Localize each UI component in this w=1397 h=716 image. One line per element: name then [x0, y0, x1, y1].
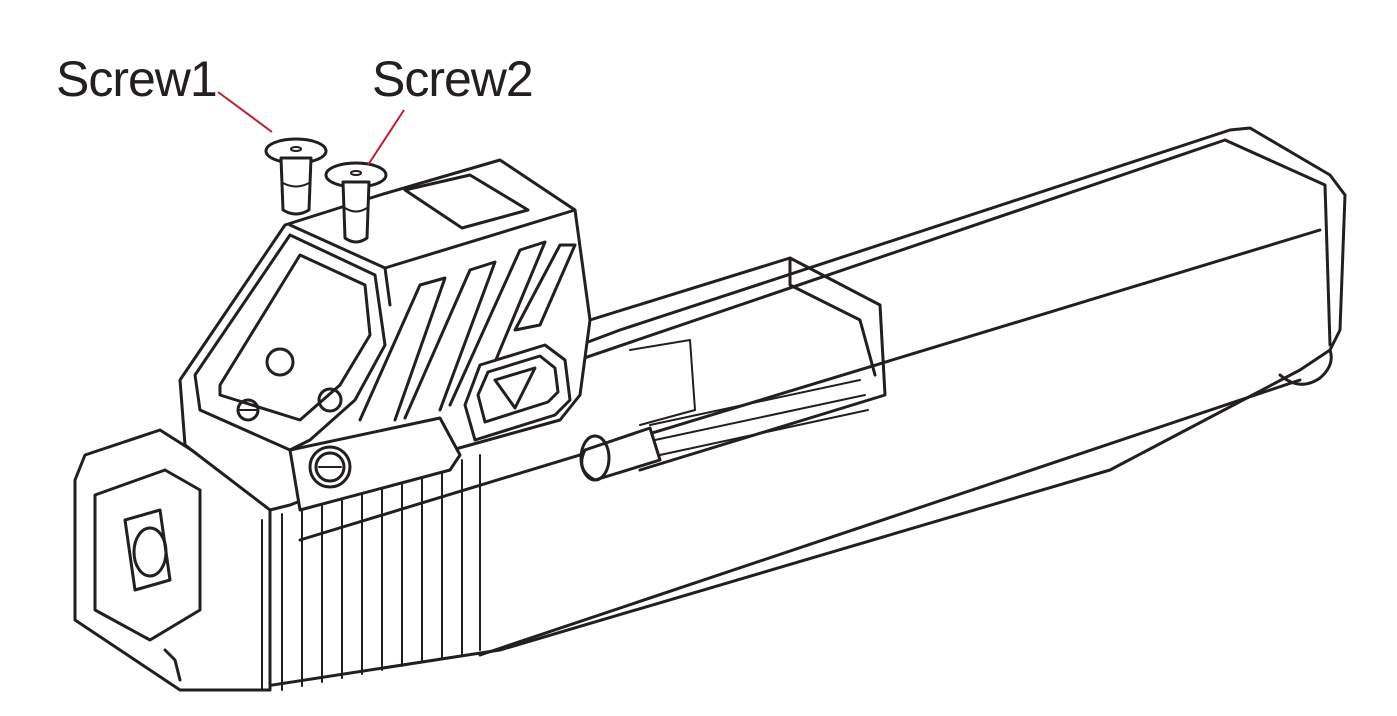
red-dot-optic — [178, 158, 592, 512]
screw2-part — [324, 161, 388, 244]
slide-rear — [73, 428, 272, 692]
rear-serrations — [261, 454, 481, 691]
screw1-part — [264, 137, 328, 216]
screw2-label: Screw2 — [372, 51, 534, 107]
screw1-leader-line — [217, 91, 273, 133]
ejection-port — [579, 256, 887, 482]
screw1-label: Screw1 — [56, 51, 218, 107]
screw2-leader-line — [367, 109, 405, 166]
